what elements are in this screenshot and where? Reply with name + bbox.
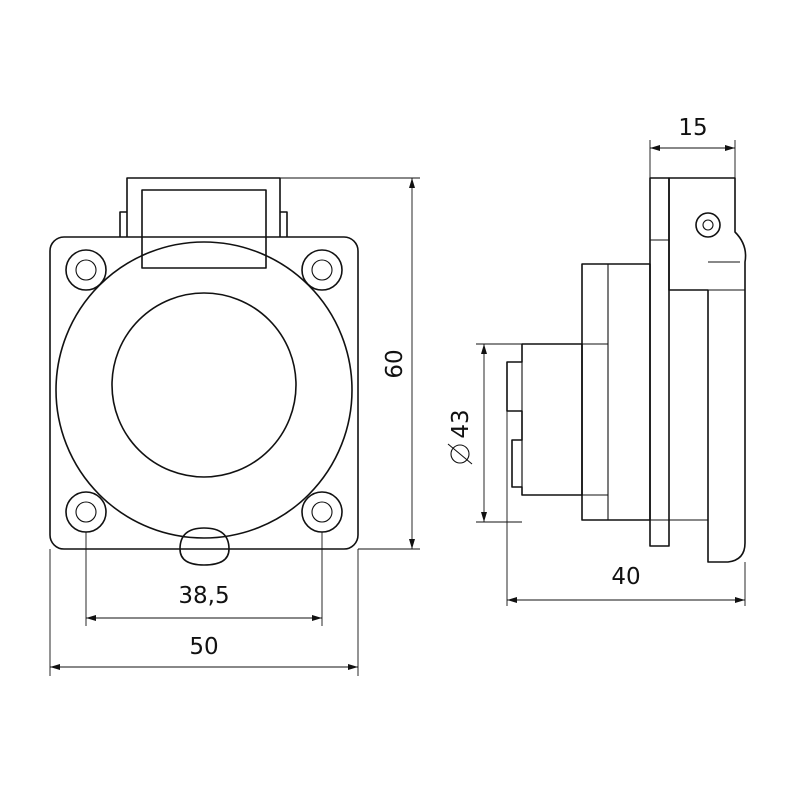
front-body-circle: [55, 241, 353, 539]
side-dimensions: 15 43 40: [447, 115, 746, 606]
mounting-hole-bottom-left-inner: [75, 501, 97, 523]
diameter-symbol: [447, 443, 473, 465]
side-hinge-pin: [695, 212, 721, 238]
dim-label-flange-width: 50: [189, 634, 218, 660]
front-mounting-holes: [65, 249, 343, 533]
front-socket-opening: [111, 292, 297, 478]
side-front-cover: [668, 177, 747, 563]
front-bottom-tab: [179, 527, 230, 566]
front-dimensions: 38,5 50 60: [49, 177, 420, 676]
mounting-hole-top-right: [301, 249, 343, 291]
side-rear-plug: [506, 343, 583, 496]
side-cover-face: [669, 261, 745, 521]
mounting-hole-top-left: [65, 249, 107, 291]
side-main-body: [581, 263, 651, 521]
side-flange-plate: [649, 177, 670, 547]
dim-label-diameter: 43: [448, 409, 474, 438]
front-cover-lip: [119, 211, 288, 237]
dim-label-diameter-group: 43: [447, 409, 474, 465]
dim-label-cover-depth: 15: [678, 115, 707, 141]
mounting-hole-top-left-inner: [75, 259, 97, 281]
mounting-hole-bottom-left: [65, 491, 107, 533]
front-flange: [49, 236, 359, 550]
dim-label-hole-spacing: 38,5: [178, 583, 229, 609]
front-view: [49, 177, 359, 566]
mounting-hole-bottom-right-inner: [311, 501, 333, 523]
front-cover-latch: [141, 189, 267, 269]
dim-label-height: 60: [382, 349, 408, 378]
mounting-hole-top-right-inner: [311, 259, 333, 281]
dim-label-depth: 40: [611, 564, 640, 590]
side-hinge-pin-inner: [702, 219, 714, 231]
front-cover-hinge: [126, 177, 281, 237]
mounting-hole-bottom-right: [301, 491, 343, 533]
side-view: [506, 177, 747, 563]
